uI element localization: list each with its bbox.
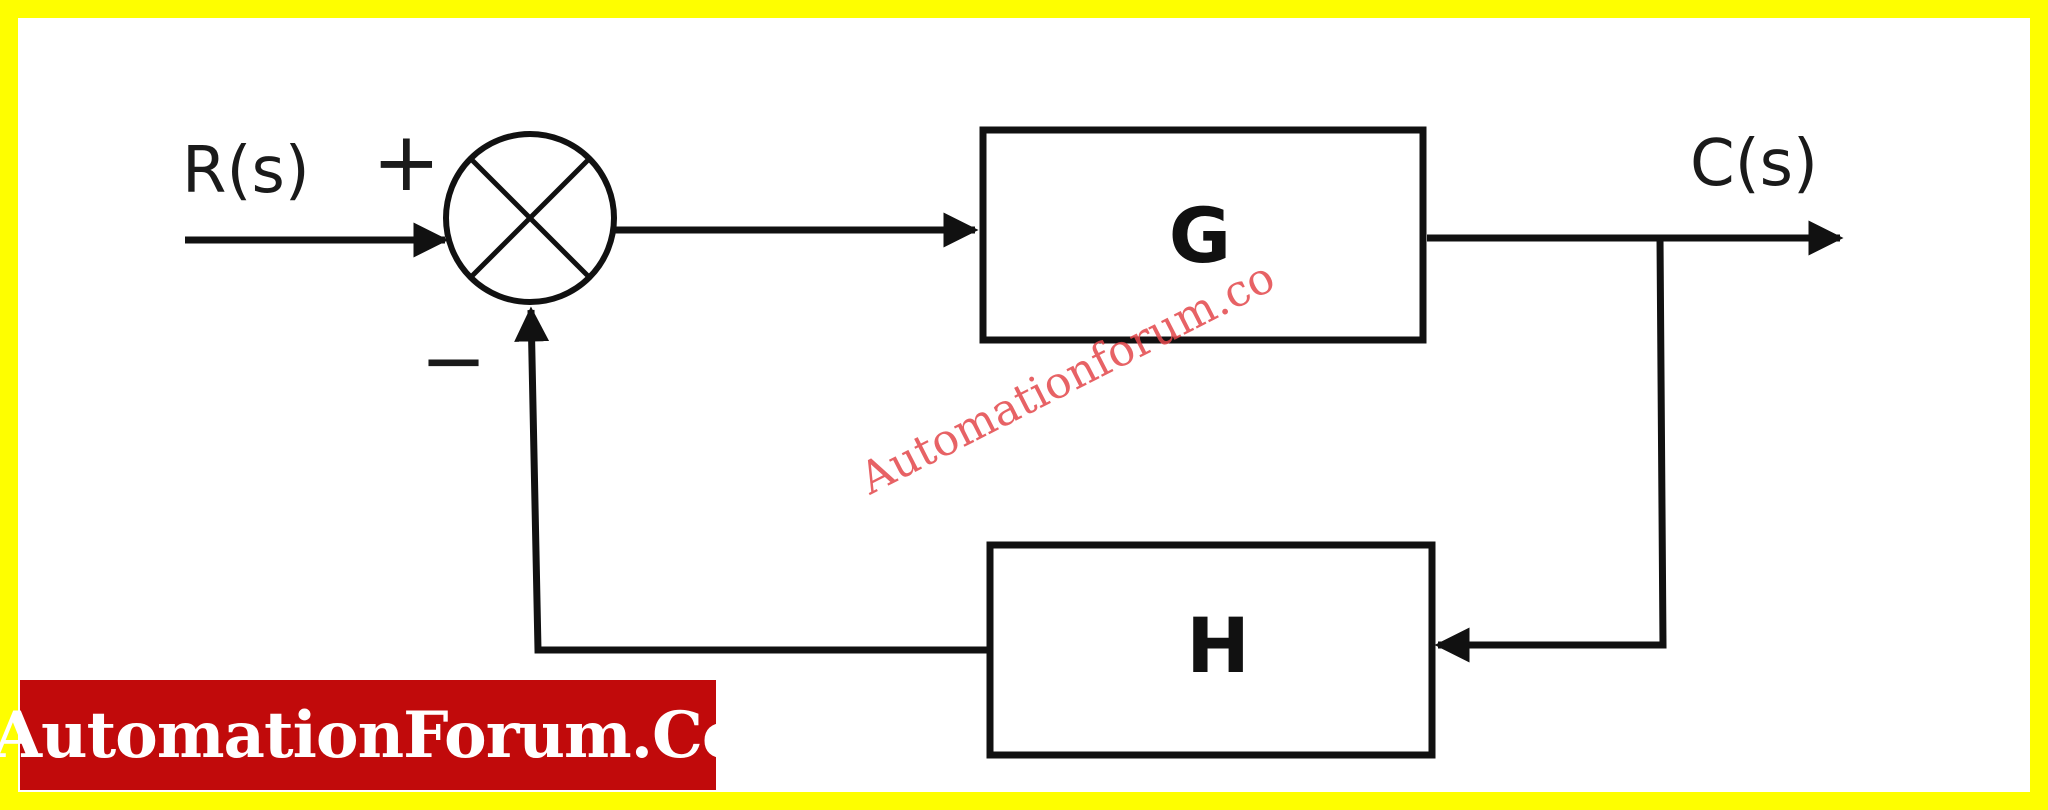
- feedback-return-line: [514, 306, 988, 654]
- plus-sign: +: [372, 115, 441, 210]
- feedback-block-label: H: [1186, 601, 1250, 690]
- forward-block-g: [979, 126, 1427, 344]
- minus-sign: −: [420, 314, 487, 407]
- input-label: R(s): [182, 134, 310, 208]
- feedback-takeoff-line: [1434, 237, 1667, 663]
- forward-block-label: G: [1169, 191, 1231, 280]
- brand-banner: AutomationForum.Co: [0, 680, 745, 790]
- brand-label: AutomationForum.Co: [0, 697, 745, 773]
- feedback-block-h: [986, 541, 1436, 759]
- summing-junction: [443, 131, 617, 305]
- output-label: C(s): [1690, 127, 1818, 201]
